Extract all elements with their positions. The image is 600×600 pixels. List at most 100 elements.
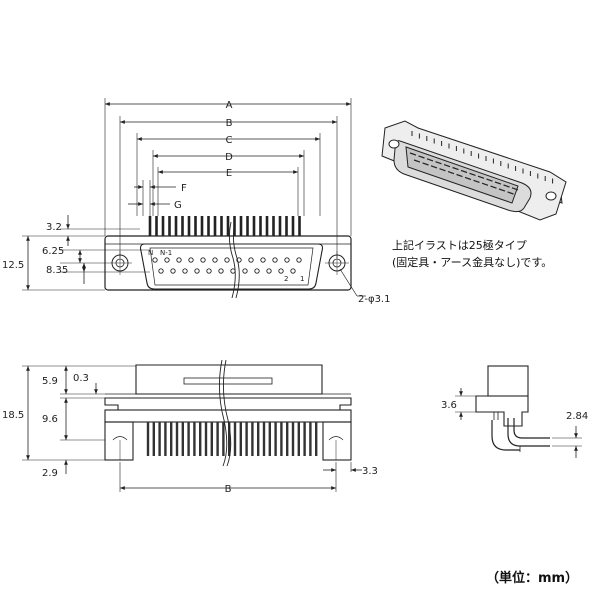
pin-terminal — [226, 216, 230, 236]
illustration-pin — [460, 169, 468, 174]
contact-hole — [266, 268, 272, 274]
front-pin-row — [146, 422, 318, 456]
pin-terminal — [278, 216, 282, 236]
contact-hole — [200, 257, 206, 263]
illustration-pin — [422, 162, 429, 166]
contact-hole — [206, 268, 212, 274]
pin-terminal — [213, 216, 217, 236]
illustration-pin — [494, 181, 502, 185]
illustration-pin — [409, 152, 417, 156]
contact-hole — [218, 268, 224, 274]
pin-terminal — [220, 216, 223, 236]
hole-spec-label: 2-φ3.1 — [358, 294, 390, 305]
front-pin — [146, 422, 150, 456]
contact-hole — [290, 268, 296, 274]
pin-n-label: N — [148, 249, 153, 257]
front-pin — [210, 422, 213, 456]
pin-terminal — [239, 216, 243, 236]
front-pin — [257, 422, 260, 456]
illustration-pin — [486, 178, 493, 182]
dim-a-label: A — [226, 100, 233, 111]
contact-hole — [230, 268, 236, 274]
pin-terminal — [259, 216, 262, 236]
front-pin — [274, 422, 277, 456]
illustration-pin — [477, 175, 485, 179]
illustration-pin — [473, 179, 480, 183]
dim-2-9-label: 2.9 — [42, 468, 58, 479]
front-pin — [268, 422, 271, 456]
dim-2-84-label: 2.84 — [566, 411, 588, 422]
pin-terminal — [298, 216, 301, 236]
dim-c-label: C — [226, 135, 233, 146]
contact-hole — [278, 268, 284, 274]
illustration-pin — [490, 185, 497, 189]
illustration-pin — [435, 161, 442, 165]
contact-hole — [242, 268, 248, 274]
front-pin — [175, 422, 179, 456]
dim-e-label: E — [226, 168, 232, 179]
pin-terminal — [155, 216, 158, 236]
side-view — [455, 365, 582, 458]
illustration-pin — [430, 165, 438, 169]
pin-terminal — [265, 216, 269, 236]
pin-terminal — [200, 216, 204, 236]
contact-hole — [158, 268, 164, 274]
contact-hole — [254, 268, 260, 274]
front-pin — [239, 422, 242, 456]
front-pin — [286, 422, 289, 456]
illustration-pin — [418, 155, 425, 159]
front-pin — [228, 422, 231, 456]
contact-hole — [212, 257, 218, 263]
pin-terminal — [187, 216, 191, 236]
illustration-pin — [426, 158, 434, 162]
pin-terminal — [272, 216, 275, 236]
illustration-pin — [413, 159, 421, 163]
illustration-pin — [447, 171, 455, 175]
pin-terminal — [174, 216, 178, 236]
illustration-pin — [503, 184, 510, 188]
contact-hole — [224, 257, 230, 263]
front-pin — [297, 422, 300, 456]
front-pin — [315, 422, 318, 456]
dim-g-label: G — [174, 200, 182, 211]
pin-terminal — [252, 216, 256, 236]
dim-3-6-label: 3.6 — [441, 400, 457, 411]
dim-bottom-b-label: B — [225, 484, 232, 495]
illustration-pin — [452, 166, 459, 171]
illustration-note-line-1: 上記イラストは25極タイプ — [392, 239, 527, 252]
dim-0-3-label: 0.3 — [73, 373, 89, 384]
illustration-pin — [498, 188, 506, 192]
illustration-pin — [469, 172, 476, 176]
illustration-pins — [409, 131, 554, 195]
contact-holes — [152, 257, 302, 274]
illustration-pin — [464, 176, 472, 181]
contact-hole — [164, 257, 170, 263]
front-pin — [199, 422, 202, 456]
contact-hole — [260, 257, 266, 263]
dim-3-3-label: 3.3 — [362, 466, 378, 477]
illustration-pin — [456, 173, 463, 178]
dim-f-label: F — [181, 183, 187, 194]
front-pin — [181, 422, 184, 456]
top-view — [22, 98, 366, 297]
pin-terminal — [246, 216, 249, 236]
pin-terminal — [291, 216, 295, 236]
dim-18-5-label: 18.5 — [2, 410, 24, 421]
pin-terminal — [161, 216, 165, 236]
dim-5-9-label: 5.9 — [42, 376, 58, 387]
front-pin — [245, 422, 248, 456]
illustration-note: 上記イラストは25極タイプ (固定具・アース金具なし)です。 — [392, 237, 552, 271]
contact-hole — [152, 257, 158, 263]
contact-hole — [194, 268, 200, 274]
pin-terminal — [194, 216, 197, 236]
front-pin — [164, 422, 167, 456]
pin-terminal — [285, 216, 288, 236]
front-view — [22, 364, 362, 492]
pin-terminal — [207, 216, 210, 236]
contact-hole — [248, 257, 254, 263]
contact-hole — [188, 257, 194, 263]
illustration-note-line-2: (固定具・アース金具なし)です。 — [392, 256, 553, 269]
front-pin — [233, 422, 237, 456]
pin-1-label: 1 — [300, 275, 304, 283]
